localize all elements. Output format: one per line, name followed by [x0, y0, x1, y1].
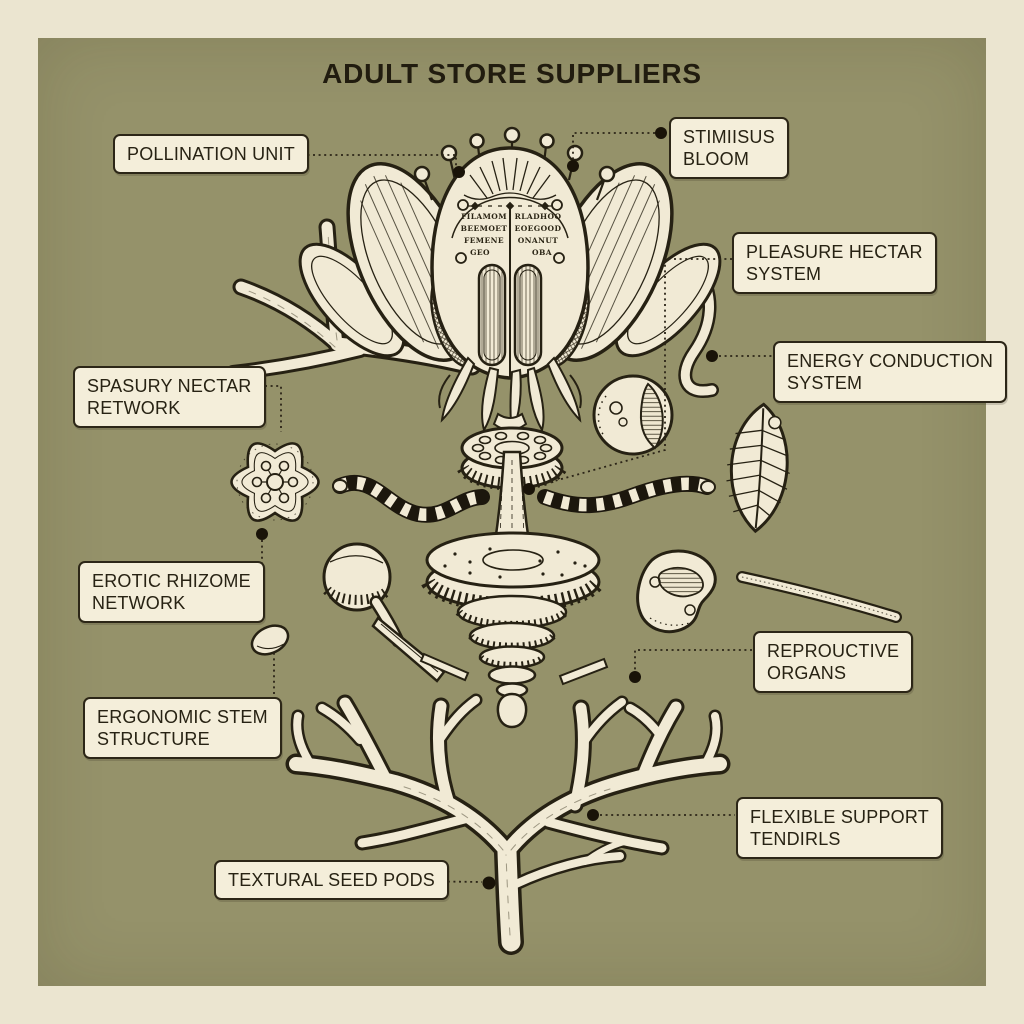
- bean-seed-illustration: [250, 624, 290, 656]
- poster-title: ADULT STORE SUPPLIERS: [322, 58, 702, 89]
- label-pollination-unit: POLLINATION UNIT: [113, 134, 309, 174]
- leader-lines: [234, 127, 773, 890]
- leader-pleasure: [523, 258, 732, 495]
- svg-text:BEEMOET: BEEMOET: [461, 224, 508, 233]
- disc-stack-illustration: [421, 426, 605, 729]
- label-ergonomic-stem: ERGONOMIC STEM STRUCTURE: [83, 697, 282, 759]
- label-energy-conduction: ENERGY CONDUCTION SYSTEM: [773, 341, 1008, 403]
- svg-text:EOEGOOD: EOEGOOD: [515, 224, 562, 233]
- svg-text:RLADHOO: RLADHOO: [515, 212, 562, 221]
- flower-bloom-illustration: FILAMOM BEEMOET FEMENE GEO RLADHOO EOEGO…: [298, 126, 722, 450]
- leader-energy: [706, 350, 773, 362]
- svg-text:GEO: GEO: [470, 248, 490, 257]
- label-pleasure-hectar: PLEASURE HECTAR SYSTEM: [732, 232, 937, 294]
- leader-stimiisus: [567, 127, 667, 172]
- root-tree-illustration: [285, 693, 731, 955]
- kidney-pod-illustration: [636, 549, 717, 634]
- leader-reproductive: [629, 649, 752, 683]
- leader-spasury: [237, 385, 282, 432]
- svg-text:ONANUT: ONANUT: [518, 236, 559, 245]
- label-erotic-rhizome: EROTIC RHIZOME NETWORK: [78, 561, 265, 623]
- banded-strand-left: [332, 474, 490, 523]
- label-stimiisus-bloom: STIMIISUS BLOOM: [669, 117, 789, 179]
- rod-stick-illustration: [736, 571, 902, 623]
- round-seed-illustration: [592, 374, 674, 456]
- svg-text:OBA: OBA: [532, 248, 552, 257]
- disc-stipples: [443, 547, 587, 579]
- rosette-flower-illustration: [230, 442, 320, 522]
- banded-strand-right: [537, 475, 716, 514]
- quill-spike-illustration: [371, 616, 609, 686]
- label-textural-seed-pods: TEXTURAL SEED PODS: [214, 860, 449, 900]
- calyx-sepals: [438, 356, 582, 436]
- svg-text:FEMENE: FEMENE: [464, 236, 504, 245]
- label-flexible-support: FLEXIBLE SUPPORT TENDIRLS: [736, 797, 943, 859]
- leaf-pod-illustration: [726, 402, 790, 534]
- bud-micro-text: FILAMOM: [461, 212, 507, 221]
- leader-pollination: [285, 154, 465, 178]
- label-reproductive-organs: REPROUCTIVE ORGANS: [753, 631, 914, 693]
- label-spasury-nectar: SPASURY NECTAR RETWORK: [73, 366, 266, 428]
- leader-flexible: [587, 809, 735, 821]
